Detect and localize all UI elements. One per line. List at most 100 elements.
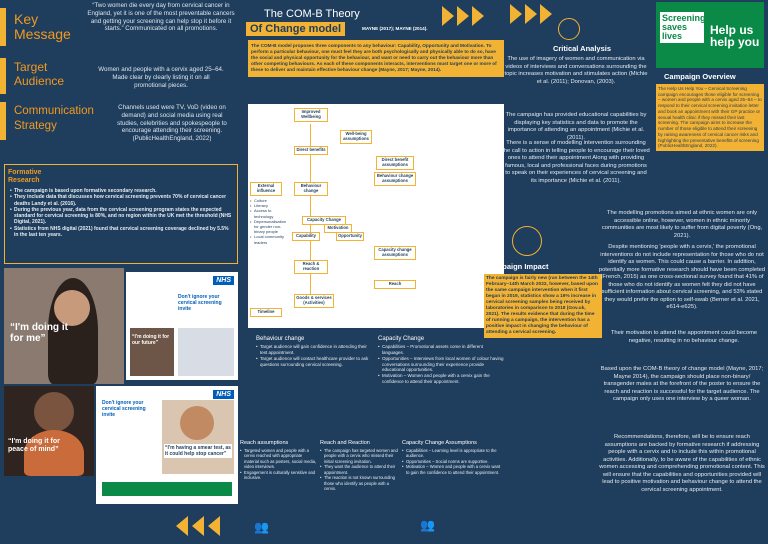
campaign-overview-title: Campaign Overview [664,72,736,81]
arrow-right-group [442,6,484,26]
poster-1: “I'm doing it for me” [4,268,124,384]
capacity-assumptions-title: Capacity Change Assumptions [402,440,477,446]
capacity-change-point: Capabilities – Promotional assets come i… [378,344,504,356]
flow-direct-benefits: Direct benefits [294,146,328,155]
woman-photo-icon [34,392,74,432]
formative-point: During the previous year, data from the … [10,207,234,226]
flow-reach: Reach [374,280,416,289]
right-column: Critical Analysis The use of imagery of … [484,0,768,544]
poster-2-headline: Don't ignore your cervical screening inv… [178,294,222,312]
comm-strategy-label: Communication Strategy [14,105,94,132]
key-message-label: Key Message [14,11,71,42]
poster-4-quote: “I'm having a smear test, as it could he… [164,444,232,458]
campaign-logo: Screening saves lives Help us help you [656,2,764,68]
arrow-right-icon [540,4,552,24]
comm-strategy-text: Channels used were TV, VoD (video on dem… [117,104,227,142]
critical-p2: The campaign has provided educational ca… [505,112,647,141]
right-p1: The modelling promotions aimed at ethnic… [601,210,763,239]
comm-strategy-bar [0,102,6,140]
target-audience-text: Women and people with a cervix aged 25–6… [98,66,224,89]
external-item: Literacy [250,203,290,208]
behaviour-change-list: Target audience will gain confidence in … [256,344,374,367]
critical-p1: The use of imagery of women and communic… [504,56,648,85]
flow-timeline: Timeline [250,308,282,317]
com-b-citation: MAYNE (2017); MAYNE (2014). [362,26,428,31]
flow-opportunity: Opportunity [336,232,364,241]
reach-assumptions-list: Targeted women and people with a cervix … [240,448,318,481]
poster-3: “I'm doing it for peace of mind” [4,386,94,476]
people-icon: 👥 [254,520,269,534]
reach-reaction-point: They want the audience to attend their a… [320,464,400,475]
arrow-right-icon [472,6,484,26]
people-icon: 👥 [420,518,435,532]
formative-point: They include data that discusses how cer… [10,194,234,207]
arrow-right-group [510,4,552,24]
com-b-title: The COM-B Theory [264,8,360,20]
external-item: Access to technology [250,208,290,218]
left-column: Key Message “Two women die every day fro… [0,0,240,544]
formative-research-title: Formative Research [8,169,42,184]
reach-assumption: Targeted women and people with a cervix … [240,448,318,470]
flow-capacity-change-assumptions: Capacity change assumptions [374,246,416,260]
woman-photo-icon [24,430,84,476]
reach-reaction-list: The campaign has targeted women and peop… [320,448,400,492]
external-item: Depersonalisation for gender non-binary … [250,219,290,235]
reach-assumptions-section: Reach assumptions Targeted women and peo… [240,440,318,481]
poster-4: NHS Don't ignore your cervical screening… [96,386,238,504]
poster-4-photo: “I'm having a smear test, as it could he… [162,400,234,474]
formative-research-box [4,164,238,264]
poster-2-quote: “I'm doing it for our future” [132,334,170,346]
logo-screening-saves-lives: Screening saves lives [660,12,706,43]
reach-assumption: Engagement is culturally sensitive and i… [240,470,318,481]
poster-4-footer [102,482,232,496]
woman-photo-icon [54,290,90,326]
flow-capability: Capability [292,232,320,241]
target-audience-bar [0,58,6,94]
poster-1-quote: “I'm doing it for me” [10,322,68,344]
formative-research-list: The campaign is based upon formative sec… [10,188,234,238]
capacity-assumptions-list: Capabilities – Learning level is appropr… [402,448,504,475]
logo-help-us: Help us help you [710,23,760,49]
capacity-change-section: Capacity Change Capabilities – Promotion… [378,336,504,385]
arrow-left-icon [208,516,220,536]
key-message-bar [0,8,6,46]
flow-direct-benefit-assumptions: Direct benefit assumptions [376,156,414,170]
com-b-intro: The COM-B model proposes three component… [248,40,504,77]
capacity-assumption: Capabilities – Learning level is appropr… [402,448,504,459]
arrow-left-icon [176,516,188,536]
com-b-subtitle: Of Change model [246,22,346,36]
capacity-change-point: Opportunities – Interviews from local wo… [378,356,504,374]
flow-behaviour-change: Behaviour change [294,182,328,196]
campaign-impact-title: Campaign Impact [486,262,549,271]
flow-reach-reaction: Reach & reaction [294,260,328,274]
reach-reaction-section: Reach and Reaction The campaign has targ… [320,440,400,492]
formative-point: The campaign is based upon formative sec… [10,188,234,195]
key-message-quote: “Two women die every day from cervical c… [87,2,235,33]
target-audience-label: Target Audience [14,60,65,88]
reach-reaction-point: The reaction is not known surrounding th… [320,475,400,491]
poster-4-headline: Don't ignore your cervical screening inv… [102,400,146,418]
critical-p3: There is a sense of modelling interventi… [502,140,650,184]
flow-external-influence: External influence [250,182,282,196]
capacity-assumptions-section: Capacity Change Assumptions Capabilities… [402,440,504,475]
flow-improved-wellbeing: Improved Wellbeing [294,108,328,122]
right-p3: Their motivation to attend the appointme… [610,330,758,344]
formative-point: Statistics from NHS digital (2021) found… [10,226,234,239]
right-p2: Despite mentioning 'people with a cervix… [598,244,766,311]
capacity-change-list: Capabilities – Promotional assets come i… [378,344,504,385]
logo-line1: Screening [662,13,706,23]
flow-behaviour-change-assumptions: Behaviour change assumptions [374,172,416,186]
capacity-change-point: Motivation – Women and people with a cer… [378,373,504,385]
reach-reaction-point: The campaign has targeted women and peop… [320,448,400,464]
campaign-overview-text: The Help Us Help You – Cervical Screenin… [656,84,764,152]
logo-line2: saves [662,22,688,32]
nhs-logo: NHS [213,276,234,285]
arrow-left-group [176,516,220,536]
arrow-left-icon [192,516,204,536]
behaviour-change-point: Target audience will contact healthcare … [256,356,374,368]
poster-2-photo: “I'm doing it for our future” [130,328,174,376]
behaviour-change-point: Target audience will gain confidence in … [256,344,374,356]
right-p5: Recommendations, therefore, will be to e… [599,434,765,493]
poster-2-side-photo [178,328,234,376]
flow-external-list: Culture Literacy Access to technology De… [250,198,290,245]
